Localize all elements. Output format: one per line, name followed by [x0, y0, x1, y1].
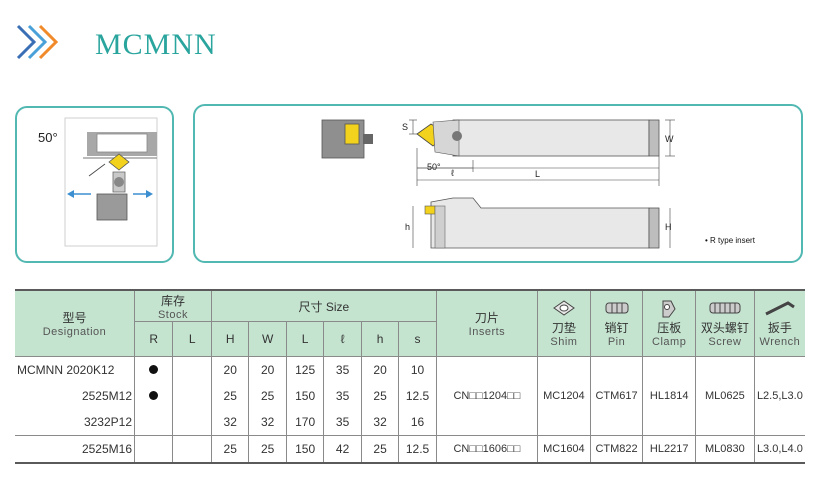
size-W-header: W [248, 321, 287, 357]
screw-cell: ML0625 [695, 356, 755, 436]
size-s-header: s [398, 321, 437, 357]
pin-cell: CTM822 [589, 435, 643, 463]
angle-label: 50° [38, 130, 58, 145]
page-title: MCMNN [95, 28, 217, 61]
shim-cell: MC1604 [537, 435, 591, 463]
size-l-header: ℓ [323, 321, 362, 357]
clamp-icon [662, 300, 676, 318]
size-header: 尺寸 Size [210, 290, 437, 322]
dim-angle-label: 50° [427, 162, 441, 172]
dim-h-label: H [665, 222, 672, 232]
insert-cell: CN□□1204□□ [435, 356, 538, 436]
clamp-cell: HL1814 [642, 356, 696, 436]
dim-s-label: S [402, 122, 409, 132]
tool-top-view [64, 117, 158, 247]
stock-l-header: L [172, 321, 212, 357]
pin-icon [605, 302, 629, 314]
pin-cell: CTM617 [589, 356, 643, 436]
size-L-header: L [285, 321, 324, 357]
size-H-header: H [210, 321, 249, 357]
toolholder-drawing [321, 119, 675, 249]
chevron-logo-icon [16, 24, 59, 60]
table-row: 3232P12 32 32 170 35 32 16 [15, 409, 805, 436]
approach-angle-diagram: 50° [15, 106, 174, 263]
in-stock-dot [149, 365, 159, 374]
toolholder-dimension-diagram: S W ℓ L 50° h H • R type insert [193, 104, 803, 263]
screw-cell: ML0830 [695, 435, 755, 463]
table-row: 2525M16 25 25 150 42 25 12.5 CN□□1606□□ … [15, 435, 805, 463]
shim-cell: MC1204 [537, 356, 591, 436]
dim-l-label: L [535, 169, 541, 179]
dim-h-small-label: h [405, 222, 411, 232]
stock-r-header: R [133, 321, 173, 357]
double-screw-icon [709, 302, 741, 314]
wrench-icon [765, 301, 795, 316]
dim-w-label: W [665, 134, 674, 144]
table-row: MCMNN 2020K12 20 20 125 35 20 10 CN□□120… [15, 356, 805, 436]
clamp-cell: HL2217 [642, 435, 696, 463]
insert-type-note: • R type insert [705, 236, 755, 245]
wrench-cell: L2.5,L3.0 [753, 356, 805, 436]
shim-icon [553, 300, 575, 316]
insert-cell: CN□□1606□□ [435, 435, 538, 463]
dim-l-small-label: ℓ [451, 168, 454, 178]
wrench-cell: L3.0,L4.0 [753, 435, 805, 463]
table-row: 2525M12 25 25 150 35 25 12.5 [15, 383, 805, 409]
size-h-header: h [360, 321, 399, 357]
in-stock-dot [149, 391, 159, 400]
